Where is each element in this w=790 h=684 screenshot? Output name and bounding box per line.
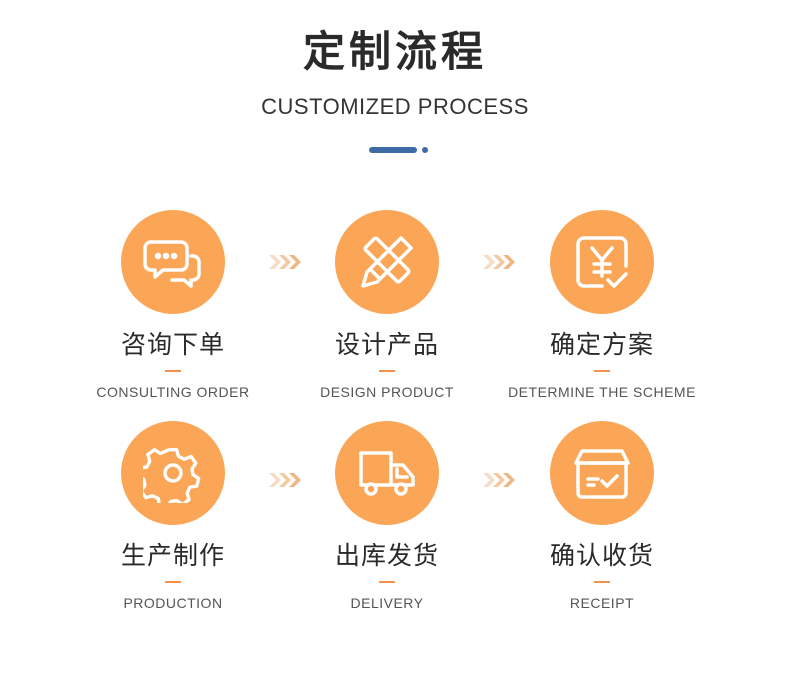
chevrons-right-icon	[483, 255, 515, 269]
step-consulting-order: 咨询下单 CONSULTING ORDER	[53, 210, 293, 400]
step-title: 出库发货	[334, 541, 439, 570]
step-subtitle: CONSULTING ORDER	[96, 384, 250, 400]
step-divider	[379, 370, 395, 372]
step-production: 生产制作 PRODUCTION	[53, 421, 293, 611]
step-subtitle: DETERMINE THE SCHEME	[508, 384, 696, 400]
chat-bubbles-icon	[143, 240, 201, 288]
step-divider	[165, 581, 181, 583]
chevrons-right-icon	[269, 473, 301, 487]
step-subtitle: DESIGN PRODUCT	[320, 384, 454, 400]
step-divider	[165, 370, 181, 372]
step-design-product: 设计产品 DESIGN PRODUCT	[267, 210, 507, 400]
step-receipt: 确认收货 RECEIPT	[482, 421, 722, 611]
step-icon-circle	[335, 421, 439, 525]
gear-icon	[143, 448, 201, 503]
step-icon-circle	[550, 210, 654, 314]
truck-icon	[359, 451, 415, 496]
step-determine-scheme: 确定方案 DETERMINE THE SCHEME	[482, 210, 722, 400]
chevrons-right-icon	[269, 255, 301, 269]
step-divider	[594, 370, 610, 372]
step-delivery: 出库发货 DELIVERY	[267, 421, 507, 611]
step-icon-circle	[121, 421, 225, 525]
step-divider	[379, 581, 395, 583]
page-subtitle: CUSTOMIZED PROCESS	[261, 94, 529, 119]
box-check-icon	[574, 449, 630, 499]
page-title: 定制流程	[302, 27, 487, 76]
step-title: 设计产品	[334, 330, 439, 359]
step-subtitle: DELIVERY	[350, 595, 424, 611]
pencil-ruler-icon	[361, 236, 413, 288]
step-icon-circle	[121, 210, 225, 314]
yen-check-icon	[576, 236, 628, 288]
title-underline-dot	[422, 147, 428, 153]
chevrons-right-icon	[483, 473, 515, 487]
step-subtitle: RECEIPT	[569, 595, 635, 611]
step-title: 确定方案	[549, 330, 654, 359]
step-icon-circle	[550, 421, 654, 525]
step-subtitle: PRODUCTION	[123, 595, 223, 611]
step-title: 生产制作	[120, 541, 225, 570]
step-divider	[594, 581, 610, 583]
step-icon-circle	[335, 210, 439, 314]
title-underline-bar	[369, 147, 417, 153]
step-title: 确认收货	[549, 541, 654, 570]
step-title: 咨询下单	[120, 330, 225, 359]
